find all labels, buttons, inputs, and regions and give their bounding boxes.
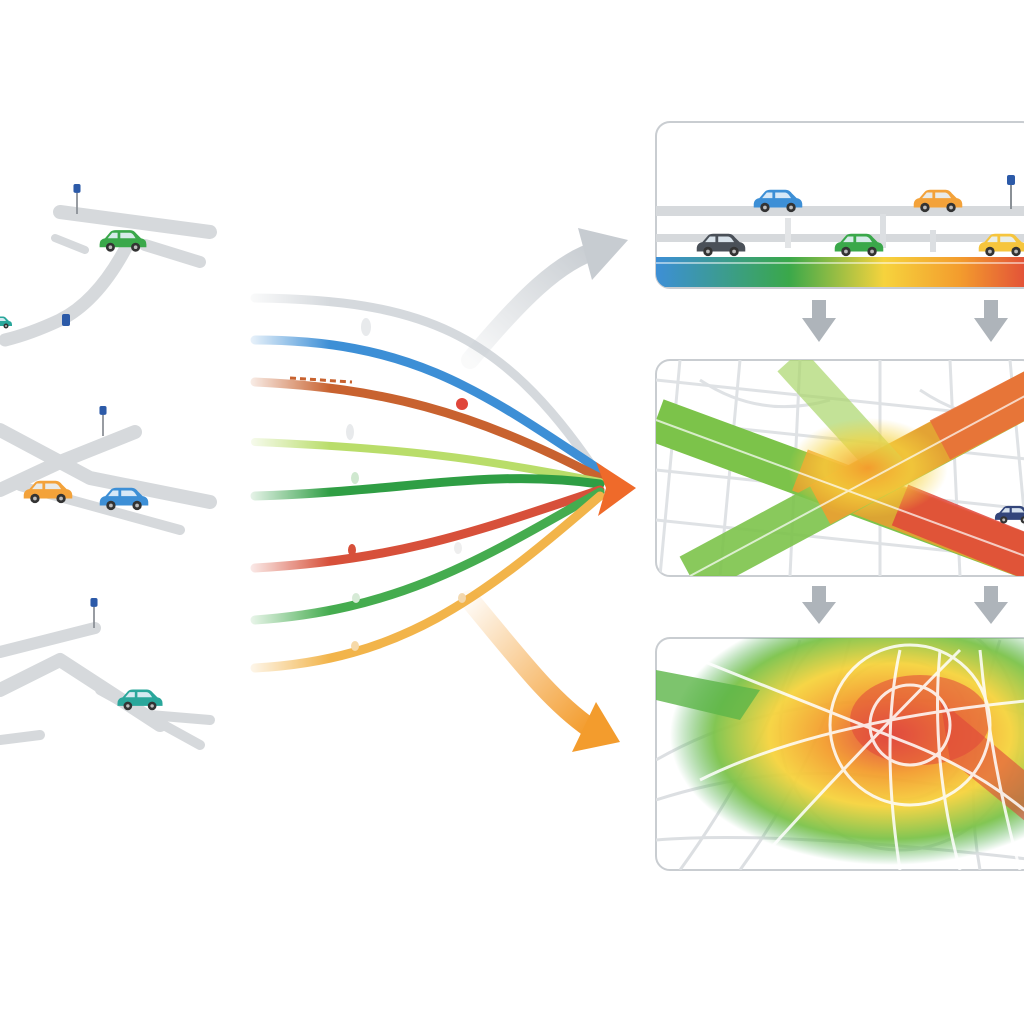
- input-intersection-1: [0, 184, 217, 347]
- down-arrow-icon: [974, 300, 1008, 342]
- road-speed-panel: [655, 121, 1024, 289]
- speed-gradient-bar: [656, 257, 1024, 287]
- car-icon: [0, 316, 12, 329]
- input-intersection-3: [0, 598, 215, 750]
- down-arrow-icon: [802, 586, 836, 624]
- orange-output-arrow: [460, 590, 620, 752]
- gray-output-arrow: [461, 228, 628, 369]
- parking-sign-icon: [99, 406, 107, 436]
- input-intersection-2: [0, 406, 217, 535]
- down-arrows-2: [802, 586, 1008, 624]
- city-heatmap-panel: [655, 637, 1024, 871]
- down-arrow-icon: [802, 300, 836, 342]
- data-streams: [240, 280, 605, 690]
- marker-icon: [62, 314, 70, 326]
- intersection-heatmap-panel: [655, 359, 1024, 577]
- merge-arrow-icon: [596, 462, 636, 516]
- down-arrows-1: [802, 300, 1008, 342]
- down-arrow-icon: [974, 586, 1008, 624]
